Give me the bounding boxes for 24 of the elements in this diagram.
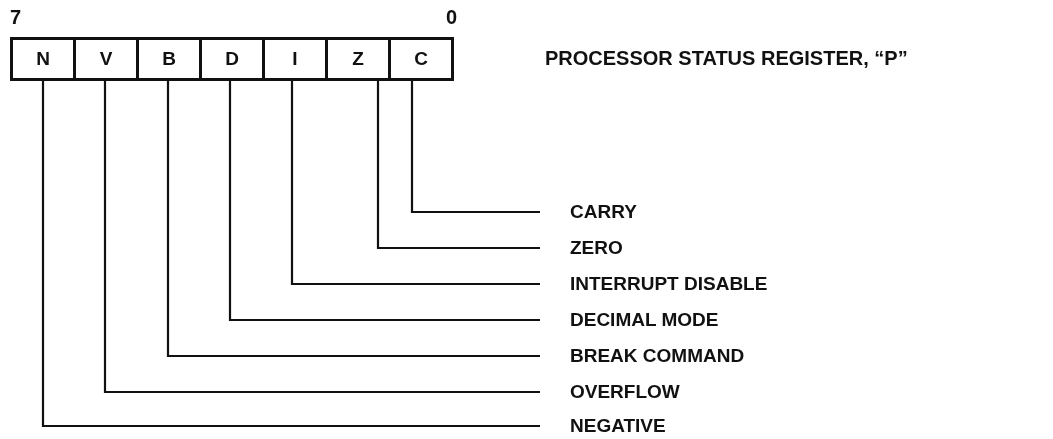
leader-line (166, 81, 540, 358)
bit-number: 0 (446, 6, 458, 29)
leader-line (103, 81, 540, 394)
register-bit-cell: D (199, 37, 265, 81)
leader-line (41, 81, 540, 428)
flag-label: INTERRUPT DISABLE (570, 271, 768, 297)
leader-line (290, 81, 540, 286)
register-bit-cell: C (388, 37, 454, 81)
register-bit-cell: I (262, 37, 328, 81)
bit-number: 7 (10, 6, 22, 29)
flag-label: OVERFLOW (570, 379, 680, 405)
leader-line (228, 81, 540, 322)
flag-label: CARRY (570, 199, 637, 225)
flag-label: NEGATIVE (570, 413, 666, 439)
flag-label: BREAK COMMAND (570, 343, 745, 369)
flag-label: DECIMAL MODE (570, 307, 719, 333)
register-title: PROCESSOR STATUS REGISTER, “P” (545, 47, 908, 70)
leader-line (410, 81, 540, 214)
register-bit-cell: Z (325, 37, 391, 81)
flag-label: ZERO (570, 235, 623, 261)
leader-line (376, 81, 540, 250)
register-bit-cell: B (136, 37, 202, 81)
register-bit-cell: N (10, 37, 76, 81)
register-bit-cell: V (73, 37, 139, 81)
